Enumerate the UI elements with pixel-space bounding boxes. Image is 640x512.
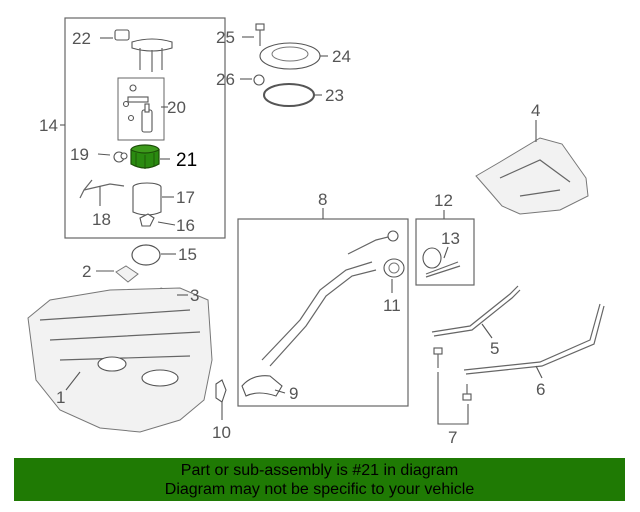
part-23-lock-ring	[263, 83, 315, 107]
callout-12: 12	[434, 191, 453, 210]
leader-lines	[60, 36, 543, 425]
fitment-notice-line1: Part or sub-assembly is #21 in diagram	[180, 462, 459, 479]
callout-10: 10	[212, 423, 231, 442]
callout-9: 9	[289, 384, 298, 403]
subgroup-box-20	[117, 77, 165, 141]
part-16-clip	[139, 213, 155, 227]
callout-3: 3	[190, 286, 199, 305]
part-2-pad	[115, 265, 139, 283]
part-4-heat-shield	[475, 137, 589, 215]
part-21-highlighted	[130, 144, 160, 169]
callout-17: 17	[176, 188, 195, 207]
part-22-connector	[114, 29, 173, 72]
callout-24: 24	[332, 47, 351, 66]
part-18-bracket	[79, 179, 125, 199]
callout-15: 15	[178, 245, 197, 264]
part-8-filler-pipe	[261, 230, 399, 367]
callout-26: 26	[216, 70, 235, 89]
part-17-filter	[132, 182, 162, 216]
part-24-cover	[259, 42, 321, 70]
group-box-12	[415, 218, 475, 286]
callout-11: 11	[383, 296, 401, 315]
callout-2: 2	[82, 262, 91, 281]
callout-23: 23	[325, 86, 344, 105]
part-4-detail	[499, 159, 571, 197]
callout-4: 4	[531, 101, 540, 120]
callout-16: 16	[176, 216, 195, 235]
fitment-notice-line2: Diagram may not be specific to your vehi…	[164, 481, 475, 498]
callout-18: 18	[92, 210, 111, 229]
part-9-hose	[241, 375, 283, 397]
part-19-clip	[113, 151, 128, 163]
callout-22: 22	[72, 29, 91, 48]
callout-19: 19	[70, 145, 89, 164]
fitment-notice-banner: Part or sub-assembly is #21 in diagram D…	[14, 458, 625, 501]
part-11-cap	[383, 258, 405, 278]
part-10-bracket	[215, 379, 227, 403]
part-7-bolts	[433, 347, 472, 401]
callout-25: 25	[216, 28, 235, 47]
part-6-strap	[463, 303, 605, 375]
group-box-14	[64, 17, 226, 239]
part-5-strap	[431, 285, 521, 337]
callout-21: 21	[176, 150, 197, 171]
callout-6: 6	[536, 380, 545, 399]
callout-5: 5	[490, 339, 499, 358]
part-20-components	[122, 84, 153, 133]
callout-14: 14	[39, 116, 58, 135]
callout-20: 20	[167, 98, 186, 117]
part-25-bolt	[255, 23, 265, 46]
part-13-fuel-cap	[422, 247, 461, 278]
part-26-nut	[253, 74, 265, 86]
callout-8: 8	[318, 190, 327, 209]
part-1-fuel-tank	[27, 287, 213, 433]
callout-1: 1	[56, 388, 65, 407]
part-15-gasket	[131, 244, 161, 266]
callout-13: 13	[441, 229, 460, 248]
callout-7: 7	[448, 428, 457, 447]
